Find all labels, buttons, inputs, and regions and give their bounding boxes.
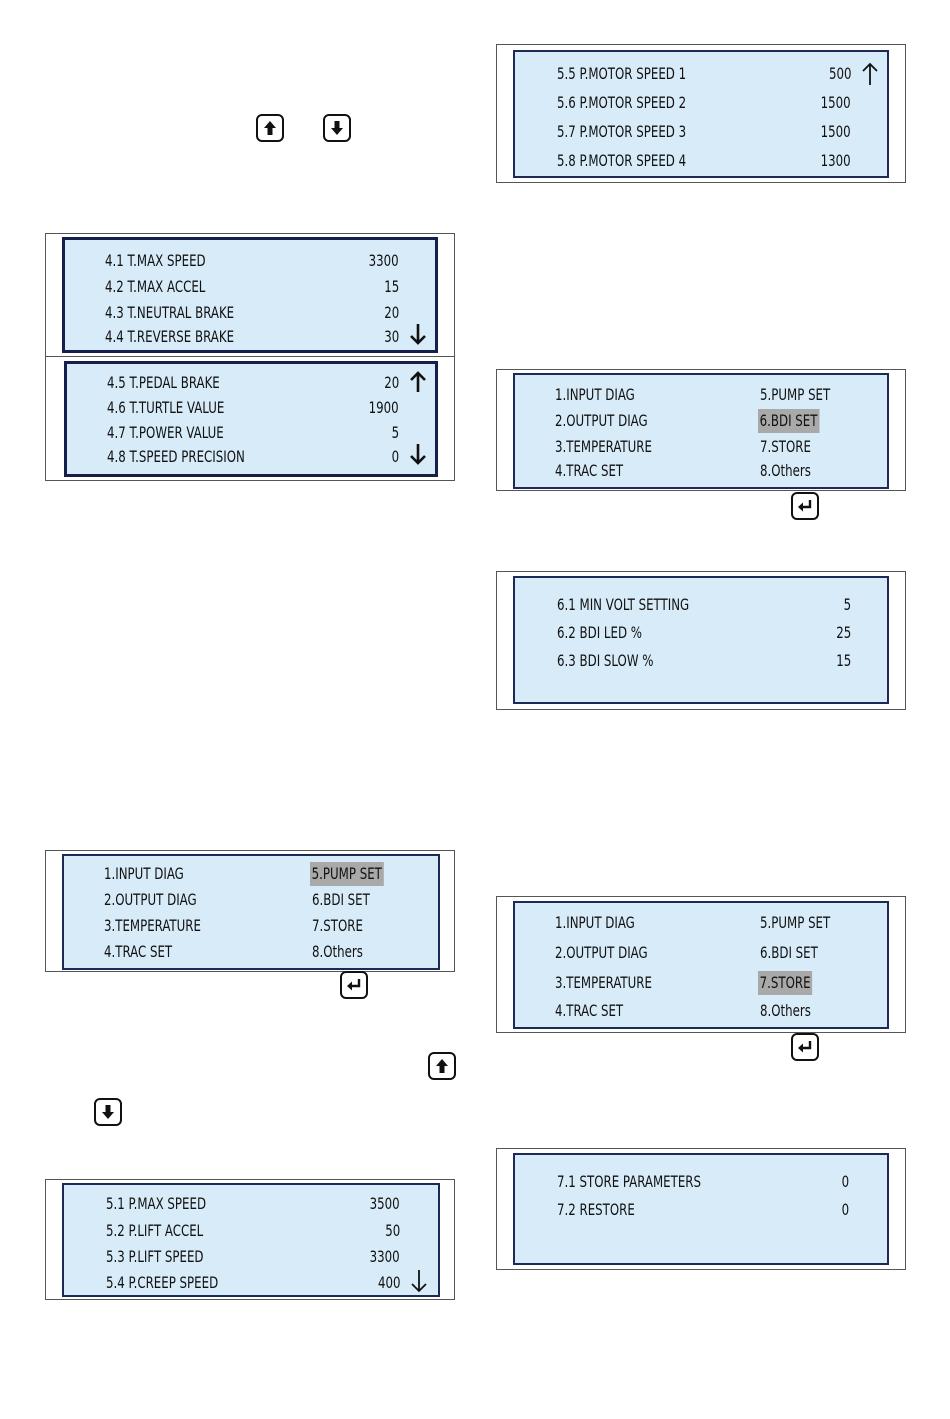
scroll-up-arrow-icon [861, 61, 879, 94]
store-row-7-1: 7.1 STORE PARAMETERS 0 [557, 1172, 849, 1191]
menu-item-others: 8.Others [760, 461, 811, 480]
pump-row-5-4: 5.4 P.CREEP SPEED 400 [64, 1270, 438, 1296]
trac-row-4-4: 4.4 T.REVERSE BRAKE 30 [65, 324, 435, 350]
up-key-icon [428, 1052, 456, 1080]
scroll-down-arrow-icon [409, 442, 427, 473]
pump-screen-1: 5.1 P.MAX SPEED 3500 5.2 P.LIFT ACCEL 50… [62, 1183, 440, 1297]
menu-item-pump-set: 5.PUMP SET [760, 913, 831, 932]
trac-row-4-2: 4.2 T.MAX ACCEL 15 [105, 277, 399, 296]
menu-item-store: 7.STORE [760, 437, 811, 456]
enter-key-icon [791, 1033, 819, 1061]
pump-screen-2-panel: 5.5 P.MOTOR SPEED 1 500 5.6 P.MOTOR SPEE… [496, 44, 906, 183]
up-key-icon [256, 114, 284, 142]
menu-item-pump-set: 5.PUMP SET [760, 385, 831, 404]
scroll-down-arrow-icon [410, 1268, 428, 1301]
enter-key-icon [791, 492, 819, 520]
scroll-down-arrow-icon [409, 322, 427, 353]
pump-row-5-6: 5.6 P.MOTOR SPEED 2 1500 [557, 93, 851, 112]
enter-key-icon [340, 971, 368, 999]
trac-screen-1: 4.1 T.MAX SPEED 3300 4.2 T.MAX ACCEL 15 … [62, 237, 438, 353]
main-menu-pump-panel: 1.INPUT DIAG 2.OUTPUT DIAG 3.TEMPERATURE… [45, 850, 455, 972]
menu-item-output-diag: 2.OUTPUT DIAG [555, 943, 648, 962]
menu-item-store: 7.STORE [312, 916, 363, 935]
trac-row-4-6: 4.6 T.TURTLE VALUE 1900 [107, 398, 399, 417]
menu-item-others: 8.Others [760, 1001, 811, 1020]
pump-row-5-8: 5.8 P.MOTOR SPEED 4 1300 [557, 151, 851, 170]
trac-row-4-1: 4.1 T.MAX SPEED 3300 [105, 251, 399, 270]
menu-item-trac-set: 4.TRAC SET [104, 942, 173, 961]
pump-screen-2: 5.5 P.MOTOR SPEED 1 500 5.6 P.MOTOR SPEE… [513, 50, 889, 178]
trac-row-4-3: 4.3 T.NEUTRAL BRAKE 20 [105, 303, 399, 322]
menu-item-bdi-set-selected: 6.BDI SET [758, 409, 820, 433]
menu-item-temperature: 3.TEMPERATURE [555, 437, 652, 456]
store-screen: 7.1 STORE PARAMETERS 0 7.2 RESTORE 0 [513, 1153, 889, 1265]
bdi-row-6-3: 6.3 BDI SLOW % 15 [557, 651, 851, 670]
pump-screen-1-panel: 5.1 P.MAX SPEED 3500 5.2 P.LIFT ACCEL 50… [45, 1179, 455, 1300]
pump-row-5-3: 5.3 P.LIFT SPEED 3300 [106, 1247, 400, 1266]
menu-item-trac-set: 4.TRAC SET [555, 1001, 624, 1020]
main-menu-store: 1.INPUT DIAG 2.OUTPUT DIAG 3.TEMPERATURE… [513, 901, 889, 1029]
menu-item-bdi-set: 6.BDI SET [760, 943, 818, 962]
trac-row-4-5: 4.5 T.PEDAL BRAKE 20 [67, 370, 435, 396]
bdi-screen-panel: 6.1 MIN VOLT SETTING 5 6.2 BDI LED % 25 … [496, 571, 906, 710]
menu-item-others: 8.Others [312, 942, 363, 961]
bdi-row-6-1: 6.1 MIN VOLT SETTING 5 [557, 595, 851, 614]
pump-row-5-1: 5.1 P.MAX SPEED 3500 [106, 1194, 400, 1213]
trac-set-panel: 4.1 T.MAX SPEED 3300 4.2 T.MAX ACCEL 15 … [45, 233, 455, 481]
menu-item-store-selected: 7.STORE [758, 971, 813, 995]
trac-row-4-8: 4.8 T.SPEED PRECISION 0 [67, 444, 435, 470]
menu-item-input-diag: 1.INPUT DIAG [555, 913, 635, 932]
bdi-screen: 6.1 MIN VOLT SETTING 5 6.2 BDI LED % 25 … [513, 576, 889, 704]
main-menu-store-panel: 1.INPUT DIAG 2.OUTPUT DIAG 3.TEMPERATURE… [496, 896, 906, 1033]
main-menu-bdi-panel: 1.INPUT DIAG 2.OUTPUT DIAG 3.TEMPERATURE… [496, 369, 906, 491]
down-key-icon [323, 114, 351, 142]
menu-item-temperature: 3.TEMPERATURE [104, 916, 201, 935]
store-row-7-2: 7.2 RESTORE 0 [557, 1200, 849, 1219]
trac-row-4-7: 4.7 T.POWER VALUE 5 [107, 423, 399, 442]
pump-row-5-5: 5.5 P.MOTOR SPEED 1 500 [515, 61, 887, 87]
menu-item-output-diag: 2.OUTPUT DIAG [104, 890, 197, 909]
pump-row-5-2: 5.2 P.LIFT ACCEL 50 [106, 1221, 400, 1240]
menu-item-bdi-set: 6.BDI SET [312, 890, 370, 909]
main-menu-pump: 1.INPUT DIAG 2.OUTPUT DIAG 3.TEMPERATURE… [62, 854, 440, 970]
store-screen-panel: 7.1 STORE PARAMETERS 0 7.2 RESTORE 0 [496, 1148, 906, 1270]
menu-item-pump-set-selected: 5.PUMP SET [310, 862, 384, 886]
main-menu-bdi: 1.INPUT DIAG 2.OUTPUT DIAG 3.TEMPERATURE… [513, 373, 889, 489]
menu-item-temperature: 3.TEMPERATURE [555, 973, 652, 992]
pump-row-5-7: 5.7 P.MOTOR SPEED 3 1500 [557, 122, 851, 141]
menu-item-input-diag: 1.INPUT DIAG [104, 864, 184, 883]
menu-item-trac-set: 4.TRAC SET [555, 461, 624, 480]
menu-item-output-diag: 2.OUTPUT DIAG [555, 411, 648, 430]
down-key-icon [94, 1098, 122, 1126]
bdi-row-6-2: 6.2 BDI LED % 25 [557, 623, 851, 642]
menu-item-input-diag: 1.INPUT DIAG [555, 385, 635, 404]
scroll-up-arrow-icon [409, 370, 427, 401]
trac-screen-2: 4.5 T.PEDAL BRAKE 20 4.6 T.TURTLE VALUE … [64, 361, 438, 477]
